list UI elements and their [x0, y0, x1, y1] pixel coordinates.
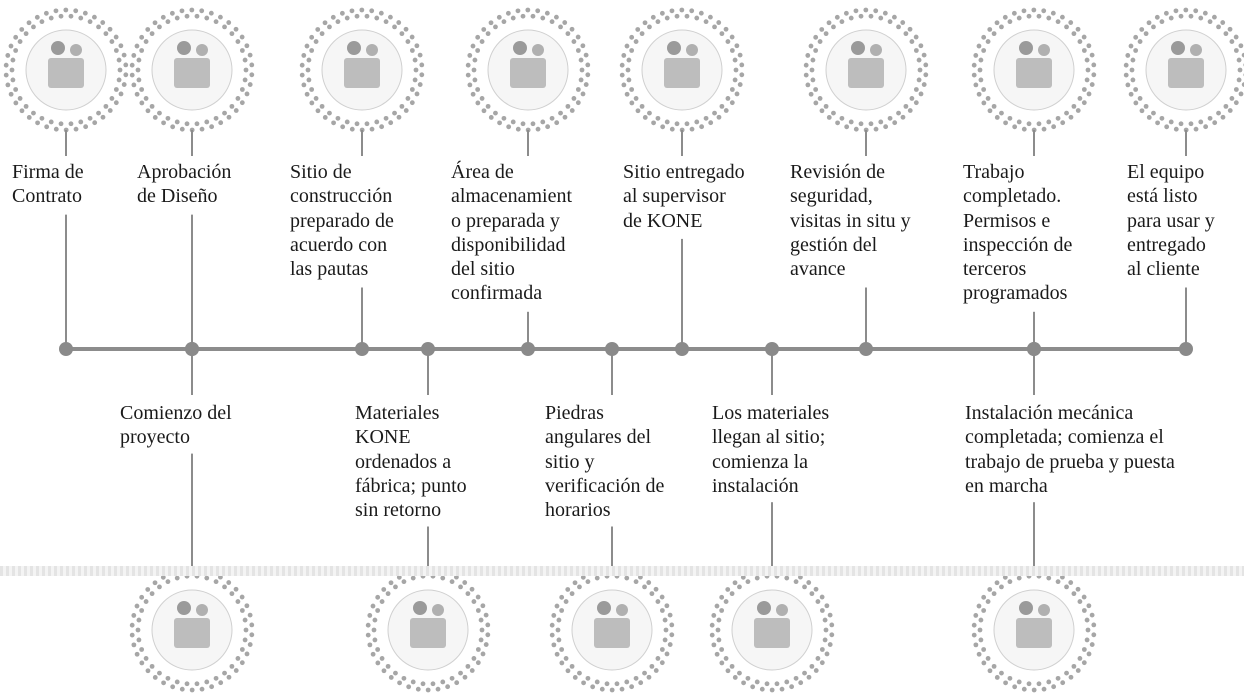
timeline-node-top: [355, 342, 369, 356]
timeline-node-bottom: [185, 342, 199, 356]
timeline-node-top: [675, 342, 689, 356]
factory-materials-icon: [365, 567, 491, 693]
permit-document-icon: [971, 7, 1097, 133]
timeline-node-bottom: [421, 342, 435, 356]
safety-inspector-icon: [803, 7, 929, 133]
timeline-node-bottom: [605, 342, 619, 356]
timeline-node-top: [859, 342, 873, 356]
site-verification-icon: [549, 567, 675, 693]
timeline-node-bottom: [1027, 342, 1041, 356]
timeline-node-top: [1179, 342, 1193, 356]
supervisor-handover-icon: [619, 7, 745, 133]
timeline-node-top: [521, 342, 535, 356]
elevator-ready-icon: [1123, 7, 1244, 133]
project-kickoff-team-icon: [129, 567, 255, 693]
timeline-node-top: [59, 342, 73, 356]
timeline-node-bottom: [765, 342, 779, 356]
designer-holding-plans-icon: [129, 7, 255, 133]
materials-delivery-icon: [709, 567, 835, 693]
faint-background-text-band: [0, 566, 1244, 576]
contract-handshake-icon: [3, 7, 129, 133]
boxes-storage-icon: [465, 7, 591, 133]
site-meeting-laptop-icon: [299, 7, 425, 133]
commissioning-team-icon: [971, 567, 1097, 693]
